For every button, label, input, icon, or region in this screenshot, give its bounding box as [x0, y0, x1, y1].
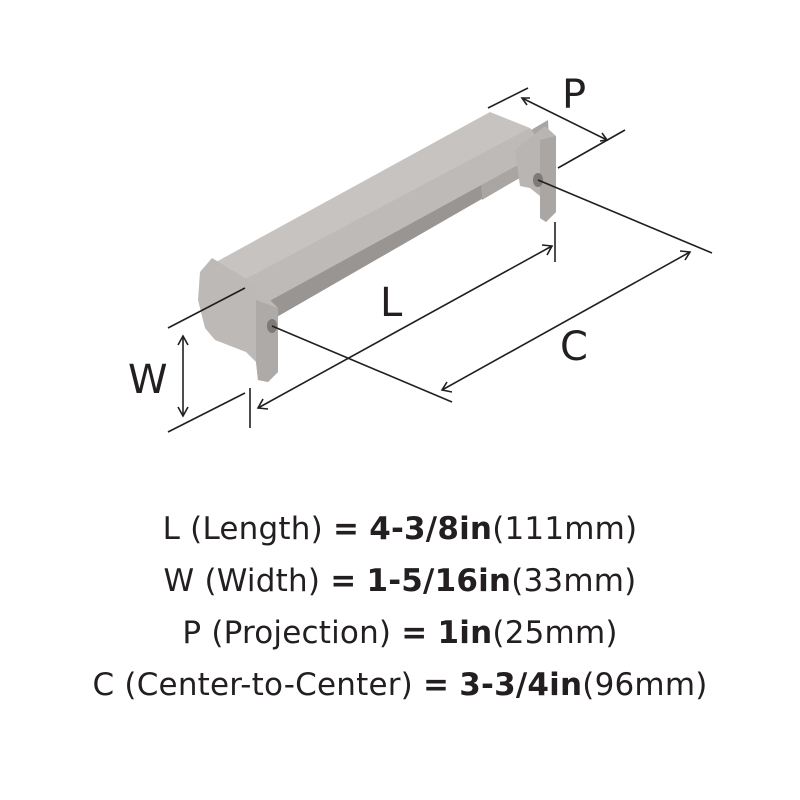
spec-letter: C	[92, 667, 115, 703]
spec-name: (Width)	[204, 563, 321, 599]
spec-metric: (96mm)	[582, 667, 708, 703]
spec-imperial: 1in	[437, 615, 493, 651]
handle-left-leg-front	[256, 300, 278, 382]
spec-metric: (111mm)	[492, 511, 638, 547]
dimension-label-l: L	[380, 280, 403, 326]
specifications-list: L (Length) = 4-3/8in(111mm) W (Width) = …	[0, 503, 800, 711]
spec-center-to-center: C (Center-to-Center) = 3-3/4in(96mm)	[0, 659, 800, 711]
dimension-label-p: P	[562, 72, 586, 118]
spec-letter: P	[182, 615, 202, 651]
spec-imperial: 1-5/16in	[366, 563, 512, 599]
pull-handle-diagram: P L C W	[128, 72, 713, 433]
handle-right-leg-side	[540, 136, 556, 222]
spec-name: (Length)	[190, 511, 323, 547]
dimension-lines	[167, 87, 713, 433]
spec-equals: =	[332, 511, 360, 547]
spec-length: L (Length) = 4-3/8in(111mm)	[0, 503, 800, 555]
spec-metric: (25mm)	[492, 615, 618, 651]
spec-metric: (33mm)	[511, 563, 637, 599]
spec-letter: L	[162, 511, 181, 547]
handle-front-face	[240, 128, 545, 305]
spec-equals: =	[423, 667, 450, 703]
spec-equals: =	[401, 615, 428, 651]
dimension-label-w: W	[128, 357, 168, 403]
spec-width: W (Width) = 1-5/16in(33mm)	[0, 555, 800, 607]
cabinet-pull-handle	[198, 112, 556, 382]
spec-name: (Center-to-Center)	[124, 667, 413, 703]
spec-letter: W	[163, 563, 195, 599]
spec-name: (Projection)	[211, 615, 392, 651]
spec-equals: =	[330, 563, 357, 599]
spec-imperial: 4-3/8in	[369, 511, 493, 547]
spec-imperial: 3-3/4in	[459, 667, 583, 703]
dimension-label-c: C	[560, 324, 588, 370]
spec-projection: P (Projection) = 1in(25mm)	[0, 607, 800, 659]
